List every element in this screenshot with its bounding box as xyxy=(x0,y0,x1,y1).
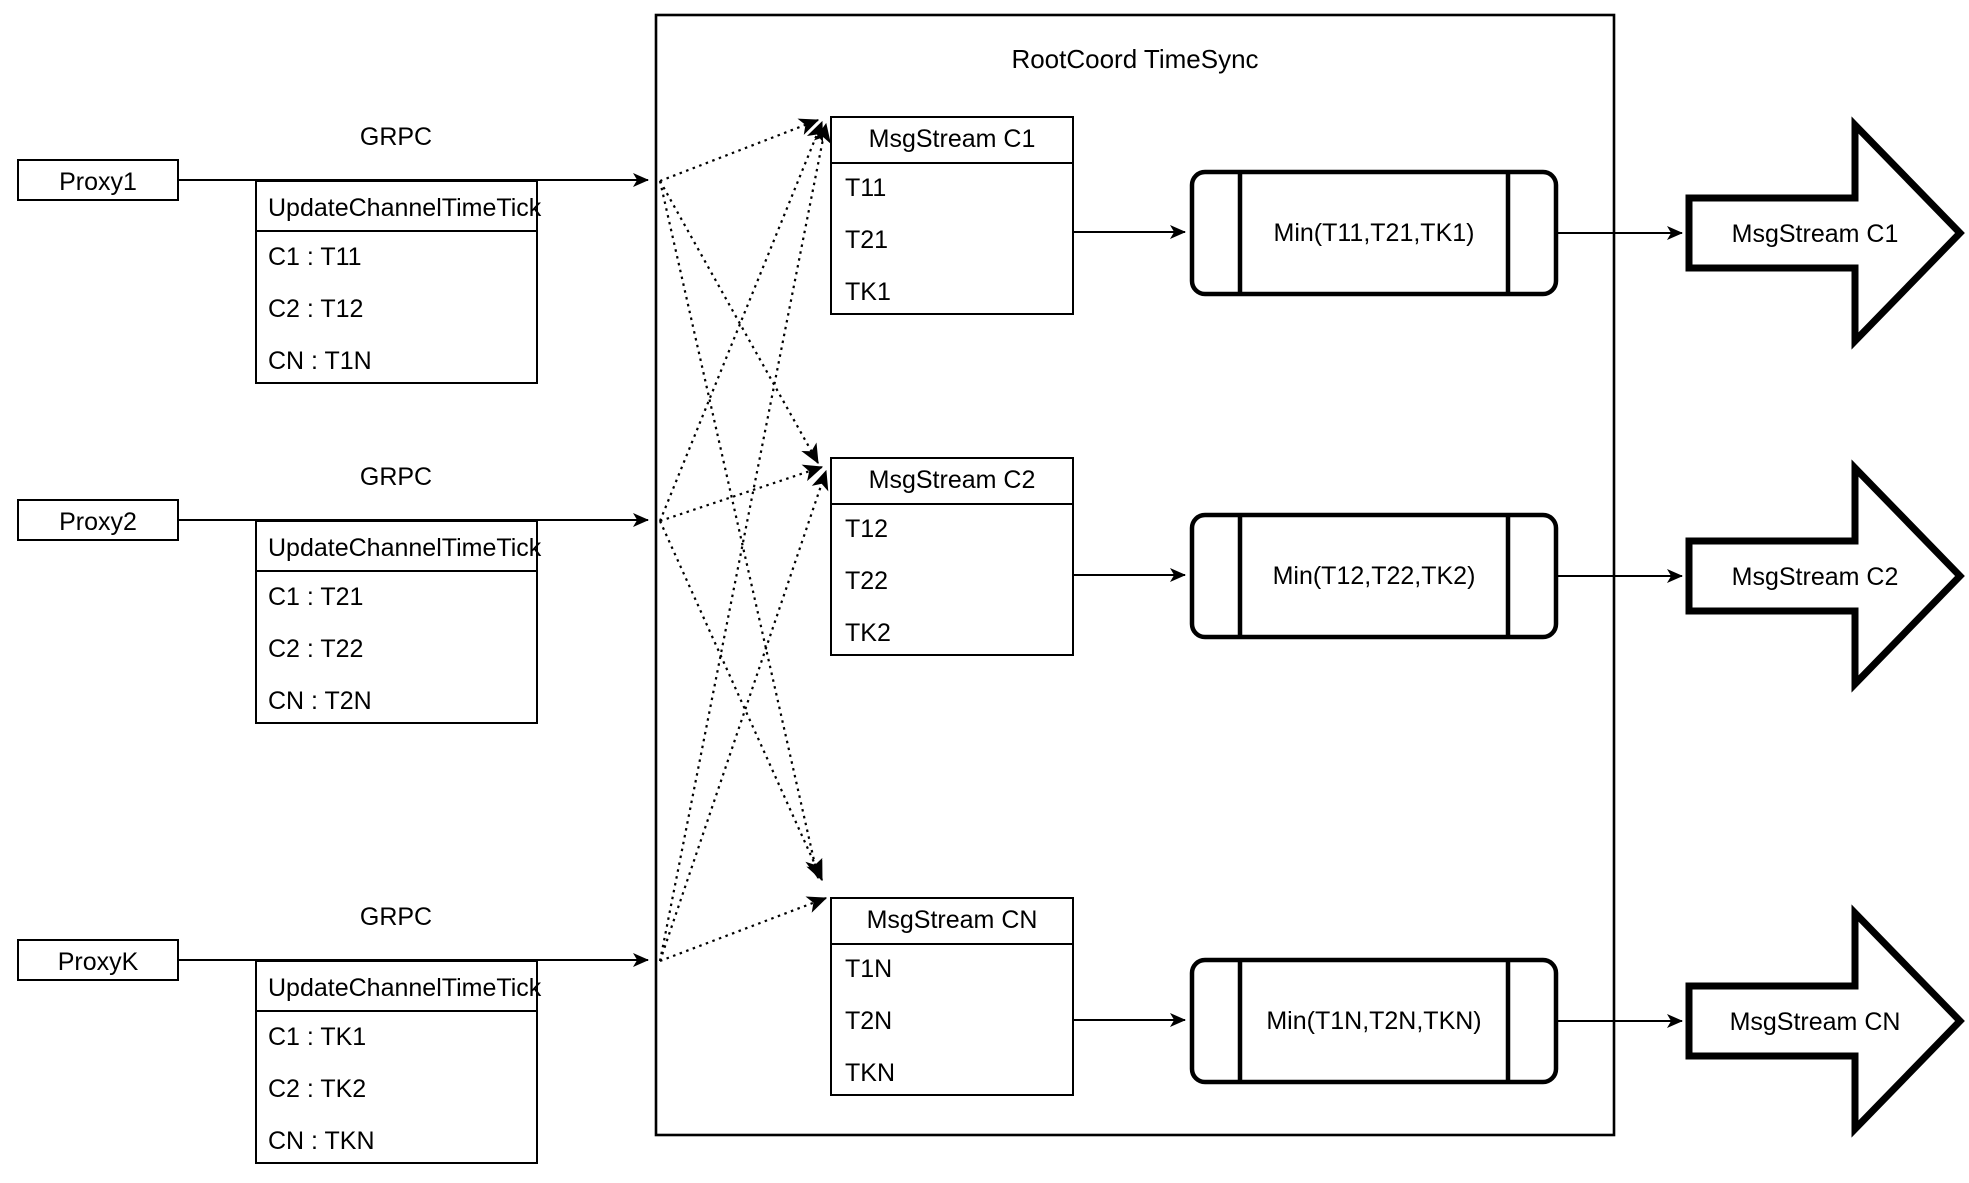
output-label-3: MsgStream CN xyxy=(1729,1008,1901,1036)
min-label-3: Min(T1N,T2N,TKN) xyxy=(1266,1007,1482,1035)
timetick-row-2-2: CN : T2N xyxy=(268,687,372,715)
msgstream-tick-3-2: TKN xyxy=(845,1059,895,1087)
msgstream-tick-1-1: T21 xyxy=(845,226,889,254)
timetick-row-1-1: C2 : T12 xyxy=(268,295,364,323)
timetick-row-2-0: C1 : T21 xyxy=(268,583,364,611)
msgstream-tick-2-2: TK2 xyxy=(845,619,891,647)
fan-p1-c2 xyxy=(659,180,819,465)
fan-p1-c1 xyxy=(659,118,820,183)
msgstream-table-1 xyxy=(830,116,1074,315)
min-label-1: Min(T11,T21,TK1) xyxy=(1273,219,1475,247)
timetick-row-2-1: C2 : T22 xyxy=(268,635,364,663)
timetick-table-1 xyxy=(255,180,538,384)
timetick-table-2 xyxy=(255,520,538,724)
msgstream-table-2 xyxy=(830,457,1074,656)
msgstream-tick-3-0: T1N xyxy=(845,955,893,983)
timetick-row-1-2: CN : T1N xyxy=(268,347,372,375)
timetick-table-3 xyxy=(255,960,538,1164)
min-label-2: Min(T12,T22,TK2) xyxy=(1272,562,1476,590)
rootcoord-container-title: RootCoord TimeSync xyxy=(1011,44,1259,74)
timetick-row-3-2: CN : TKN xyxy=(268,1127,375,1155)
timetick-header-2: UpdateChannelTimeTick xyxy=(268,534,542,562)
fan-p1-cn xyxy=(658,180,823,880)
timetick-row-1-0: C1 : T11 xyxy=(268,243,362,271)
output-arrow-2 xyxy=(1685,459,1965,693)
msgstream-header-3: MsgStream CN xyxy=(866,906,1038,934)
msgstream-table-3 xyxy=(830,897,1074,1096)
grpc-label-1: GRPC xyxy=(359,123,433,151)
proxy-label-2: Proxy2 xyxy=(59,508,137,536)
proxy-box-2 xyxy=(17,499,179,541)
fan-p2-c2 xyxy=(659,464,824,523)
output-arrow-3 xyxy=(1685,904,1965,1138)
fan-p2-cn xyxy=(658,520,824,882)
grpc-label-2: GRPC xyxy=(359,463,433,491)
msgstream-tick-2-0: T12 xyxy=(845,515,889,543)
msgstream-header-1: MsgStream C1 xyxy=(868,125,1036,153)
output-arrow-1 xyxy=(1685,116,1965,350)
output-label-2: MsgStream C2 xyxy=(1731,563,1899,591)
timetick-row-3-1: C2 : TK2 xyxy=(268,1075,367,1103)
msgstream-tick-3-1: T2N xyxy=(845,1007,893,1035)
timetick-row-3-0: C1 : TK1 xyxy=(268,1023,367,1051)
proxy-label-3: ProxyK xyxy=(57,948,139,976)
timetick-header-1: UpdateChannelTimeTick xyxy=(268,194,542,222)
fan-pk-c2 xyxy=(658,469,829,962)
msgstream-tick-2-1: T22 xyxy=(845,567,889,595)
proxy-box-1 xyxy=(17,159,179,201)
grpc-label-3: GRPC xyxy=(359,903,433,931)
msgstream-tick-1-0: T11 xyxy=(845,174,887,202)
msgstream-header-2: MsgStream C2 xyxy=(868,466,1036,494)
output-label-1: MsgStream C1 xyxy=(1731,220,1899,248)
proxy-label-1: Proxy1 xyxy=(59,168,137,196)
fan-pk-c1 xyxy=(658,122,831,962)
msgstream-tick-1-2: TK1 xyxy=(845,278,891,306)
timetick-header-3: UpdateChannelTimeTick xyxy=(268,974,542,1002)
fan-p2-c1 xyxy=(658,120,824,522)
fan-pk-cn xyxy=(659,896,828,963)
